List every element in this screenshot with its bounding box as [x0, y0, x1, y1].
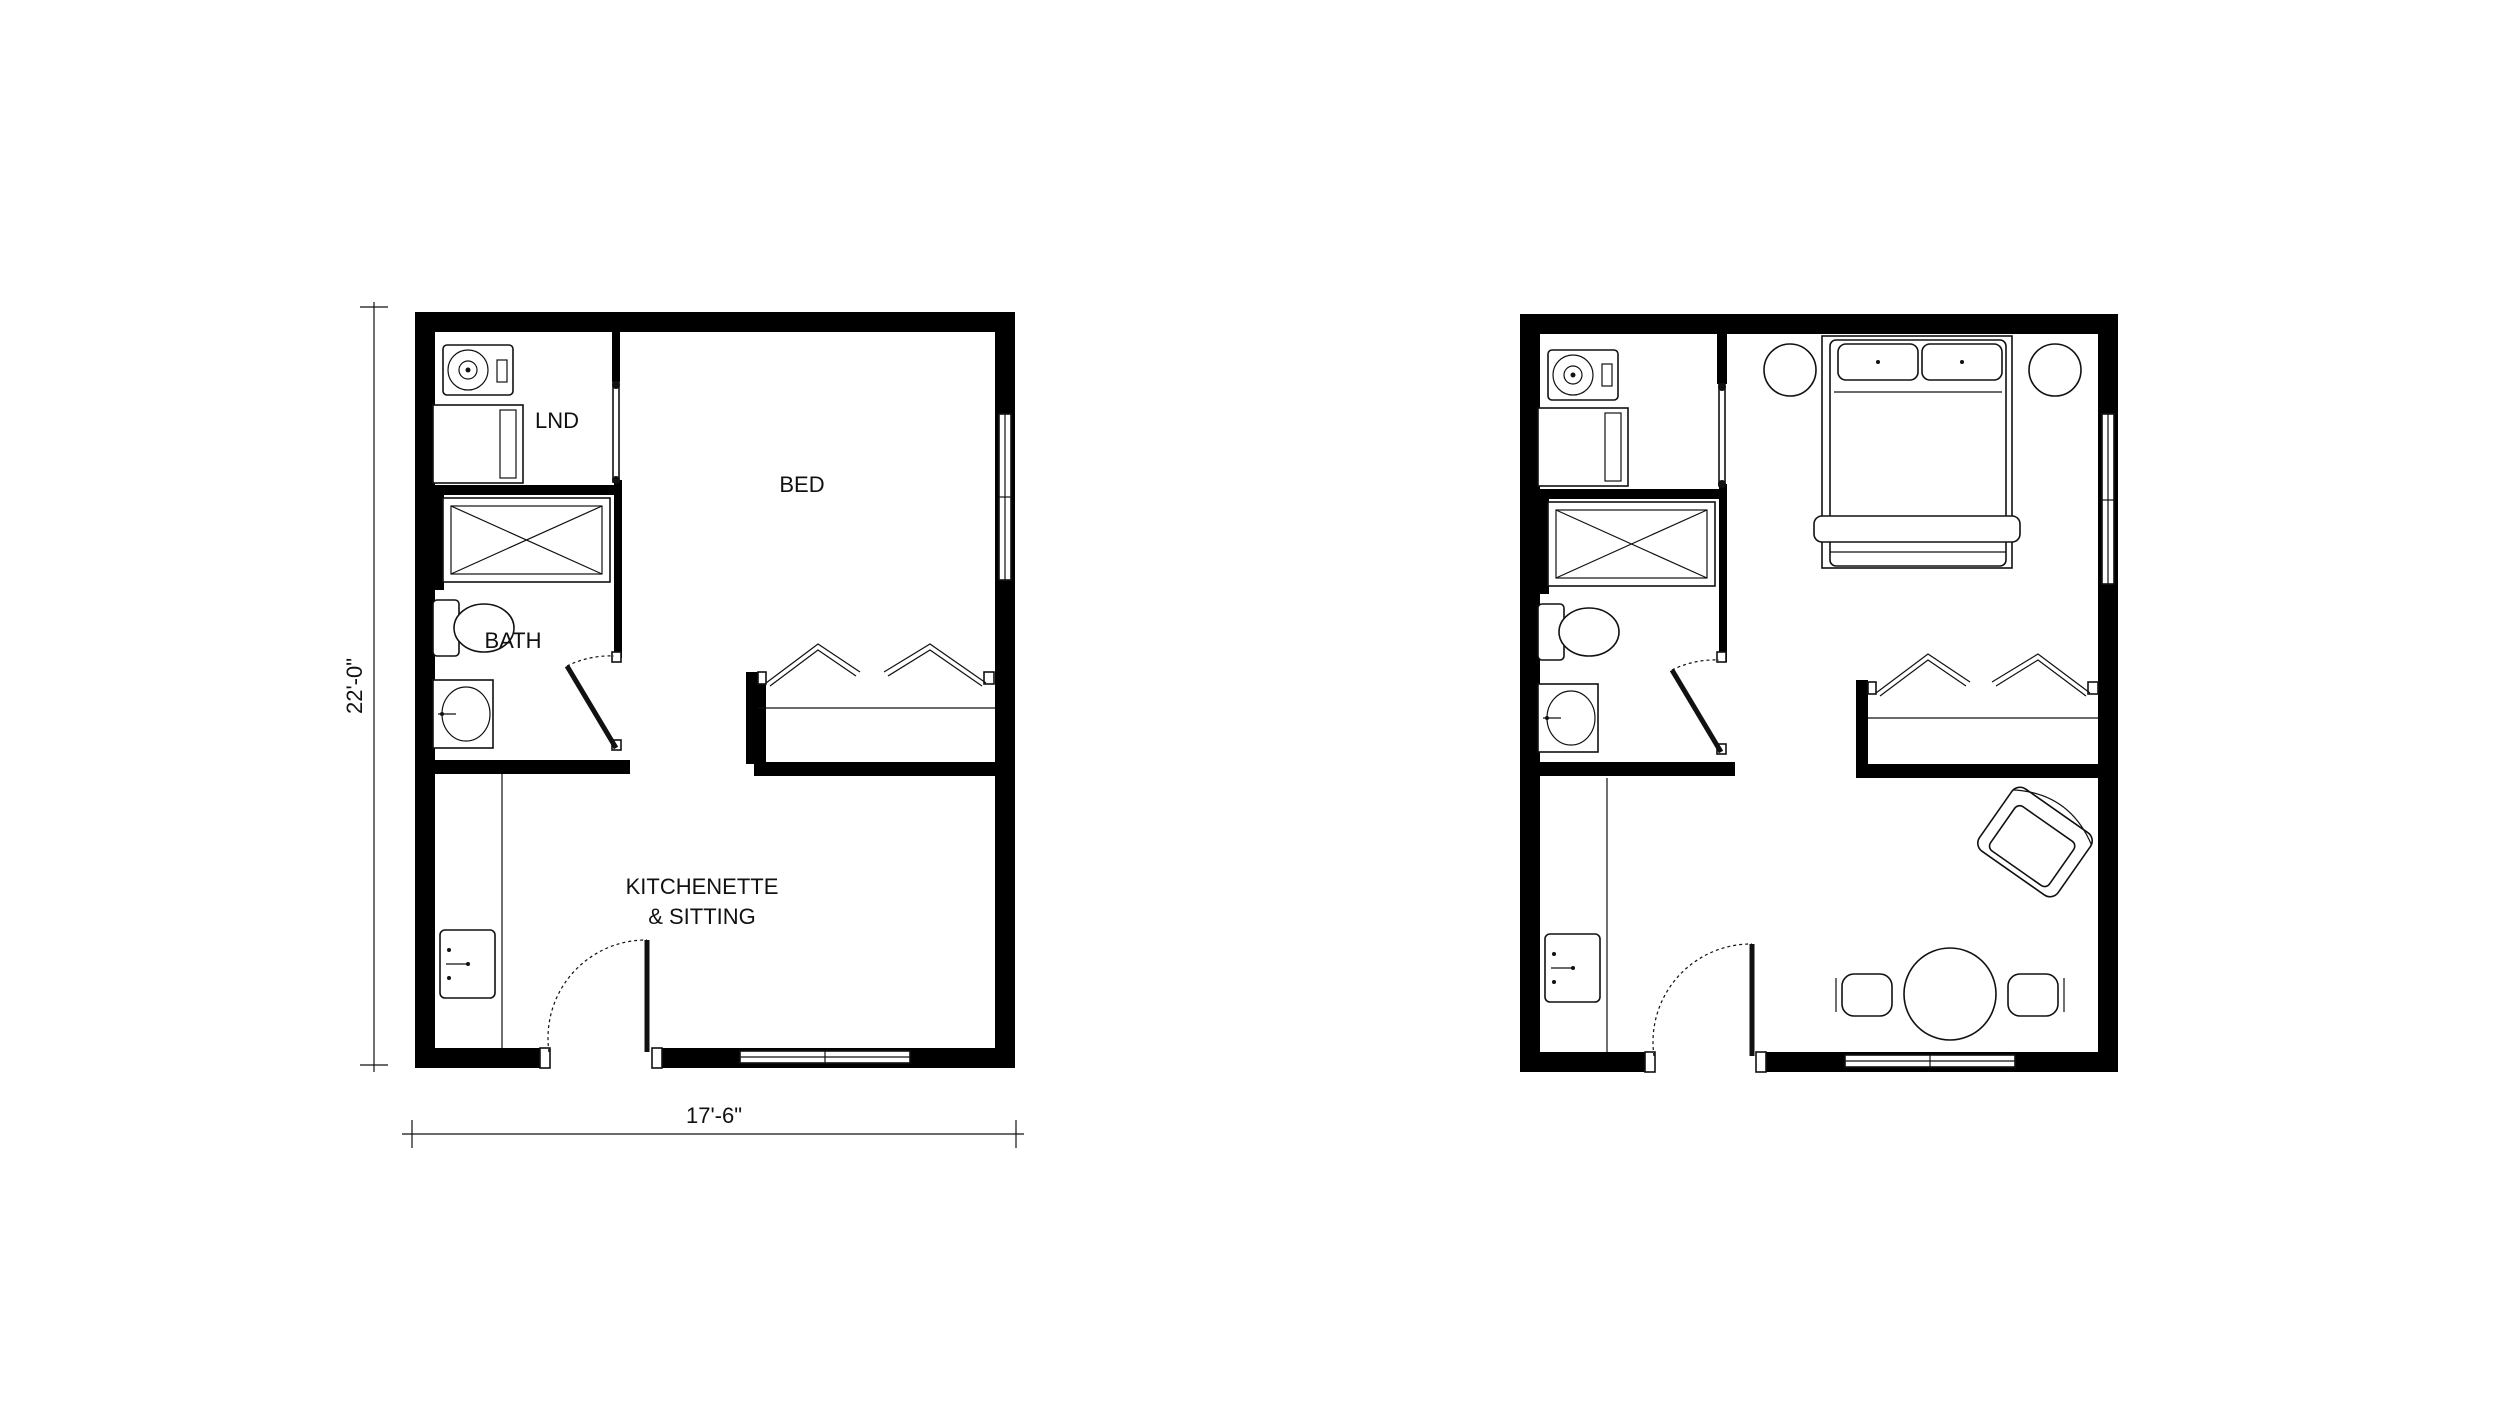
bath-door [564, 651, 622, 751]
dryer [432, 404, 524, 484]
window-right-furnished [2101, 413, 2115, 585]
dining-table [1903, 947, 1997, 1041]
closet-furnished [1867, 653, 2099, 719]
dimension-width-label: 17'-6" [686, 1103, 742, 1128]
shower-furnished [1547, 501, 1716, 587]
laundry-label: LND [535, 408, 579, 433]
window-bottom-furnished [1844, 1054, 2016, 1068]
kitchenette-label: KITCHENETTE [626, 874, 779, 899]
armchair [1977, 786, 2093, 898]
kitchen-counter-furnished [1544, 778, 1608, 1052]
dining-chair-left [1835, 973, 1893, 1017]
shower [442, 497, 611, 583]
nightstand-left [1763, 343, 1817, 397]
washer [442, 344, 514, 396]
laundry-door [612, 381, 620, 484]
toilet-furnished [1537, 603, 1620, 661]
window-right [998, 413, 1012, 581]
window-bottom [739, 1050, 911, 1064]
entry-door [539, 939, 663, 1069]
closet [746, 643, 995, 764]
plan-furnished [1520, 314, 2118, 1073]
bath-sink-furnished [1537, 683, 1599, 753]
bath-sink [432, 679, 494, 749]
washer-furnished [1547, 349, 1619, 401]
dimension-height: 22'-0" [342, 302, 388, 1072]
dimension-width: 17'-6" [402, 1103, 1024, 1148]
kitchen-counter [439, 774, 503, 1048]
dimension-height-label: 22'-0" [342, 658, 367, 714]
dining-chair-right [2007, 973, 2065, 1017]
toilet [432, 599, 515, 657]
bed [1813, 335, 2021, 569]
entry-door-furnished [1644, 943, 1767, 1073]
laundry-door-furnished [1718, 383, 1726, 488]
nightstand-right [2028, 343, 2082, 397]
bath-door-furnished [1669, 651, 1727, 755]
sitting-label: & SITTING [648, 904, 756, 929]
bedroom-label: BED [779, 472, 824, 497]
bathroom-label: BATH [484, 628, 541, 653]
dryer-furnished [1537, 407, 1629, 487]
plan-unfurnished: 22'-0" 17'-6" [342, 302, 1024, 1148]
